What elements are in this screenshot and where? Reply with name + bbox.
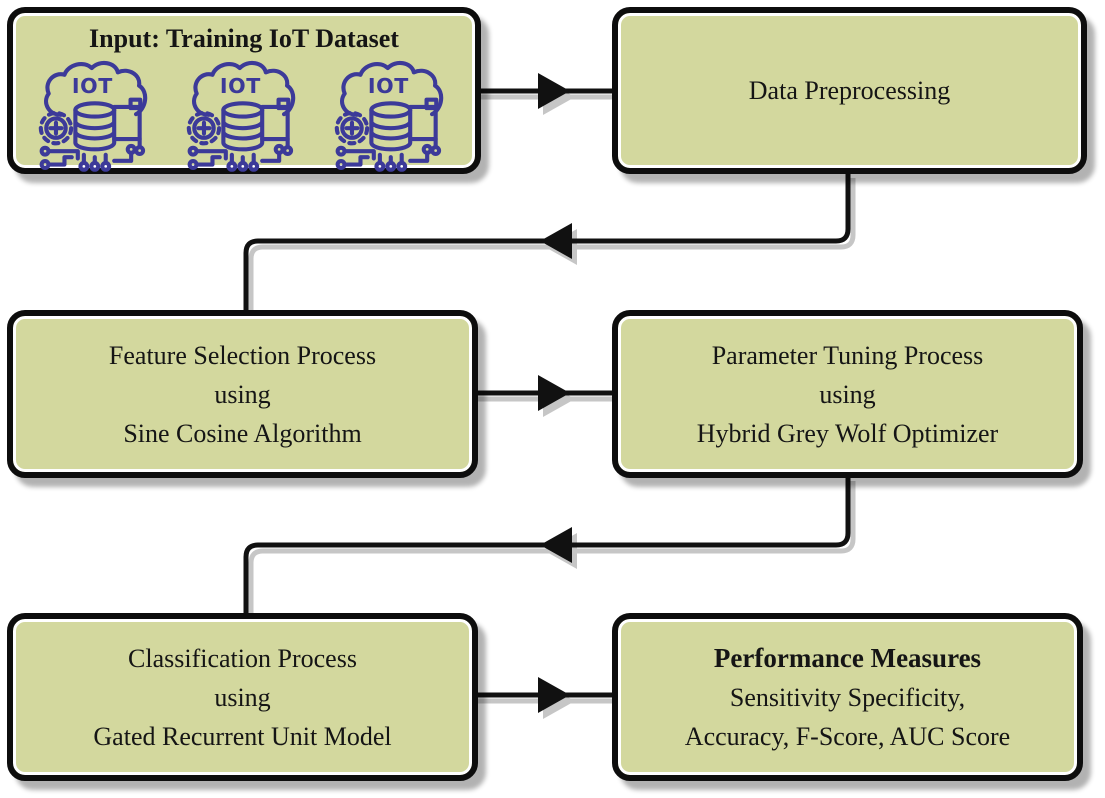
flow-box-parameter-tuning: Parameter Tuning Process using Hybrid Gr… bbox=[612, 310, 1083, 478]
box-title: Input: Training IoT Dataset bbox=[89, 24, 399, 53]
box-text-line: Classification Process bbox=[128, 643, 357, 673]
server-icon bbox=[112, 97, 143, 142]
box-text-line: Parameter Tuning Process bbox=[711, 340, 984, 370]
box-text-line: using bbox=[214, 379, 271, 409]
gear-icon bbox=[186, 110, 222, 146]
box-text-line: using bbox=[214, 682, 271, 712]
iot-icons-row: IOT bbox=[33, 59, 455, 173]
box-text-line: Feature Selection Process bbox=[108, 340, 377, 370]
cloud-outline bbox=[340, 60, 444, 117]
gear-icon bbox=[334, 110, 370, 146]
cloud-outline bbox=[44, 60, 148, 117]
database-icon bbox=[369, 101, 413, 152]
arrowhead-right-icon bbox=[538, 677, 570, 713]
box-text-line: Gated Recurrent Unit Model bbox=[93, 721, 392, 751]
arrowhead-right-icon bbox=[538, 375, 570, 411]
arrowhead-right-icon bbox=[538, 73, 570, 109]
server-icon bbox=[408, 97, 439, 142]
box-text-line: Sine Cosine Algorithm bbox=[123, 418, 362, 448]
iot-icon-label: IOT bbox=[368, 74, 409, 98]
circuit-traces bbox=[335, 136, 442, 172]
circuit-traces bbox=[187, 136, 294, 172]
iot-cloud-icon: IOT bbox=[38, 60, 148, 172]
box-title: Performance Measures bbox=[713, 642, 982, 673]
circuit-traces bbox=[39, 136, 146, 172]
iot-icon-label: IOT bbox=[72, 74, 113, 98]
flow-box-performance-measures: Performance Measures Sensitivity Specifi… bbox=[612, 613, 1083, 781]
iot-cloud-icon: IOT bbox=[334, 60, 444, 172]
server-icon bbox=[260, 97, 291, 142]
flow-box-data-preprocessing: Data Preprocessing bbox=[612, 7, 1087, 174]
box-text-line: Data Preprocessing bbox=[748, 76, 951, 105]
box-text-line: using bbox=[819, 379, 876, 409]
flow-box-classification: Classification Process using Gated Recur… bbox=[7, 613, 478, 781]
flow-box-input: Input: Training IoT Dataset bbox=[7, 7, 481, 174]
box-text-line: Sensitivity Specificity, bbox=[729, 682, 966, 712]
arrowhead-left-icon bbox=[540, 527, 572, 563]
iot-icon-label: IOT bbox=[220, 74, 261, 98]
flow-box-feature-selection: Feature Selection Process using Sine Cos… bbox=[7, 310, 478, 478]
box-text-line: Accuracy, F-Score, AUC Score bbox=[684, 721, 1011, 751]
database-icon bbox=[73, 101, 117, 152]
gear-icon bbox=[38, 110, 74, 146]
iot-cloud-icon: IOT bbox=[186, 60, 296, 172]
database-icon bbox=[221, 101, 265, 152]
arrowhead-left-icon bbox=[540, 223, 572, 259]
cloud-outline bbox=[192, 60, 296, 117]
box-text-line: Hybrid Grey Wolf Optimizer bbox=[696, 418, 999, 448]
